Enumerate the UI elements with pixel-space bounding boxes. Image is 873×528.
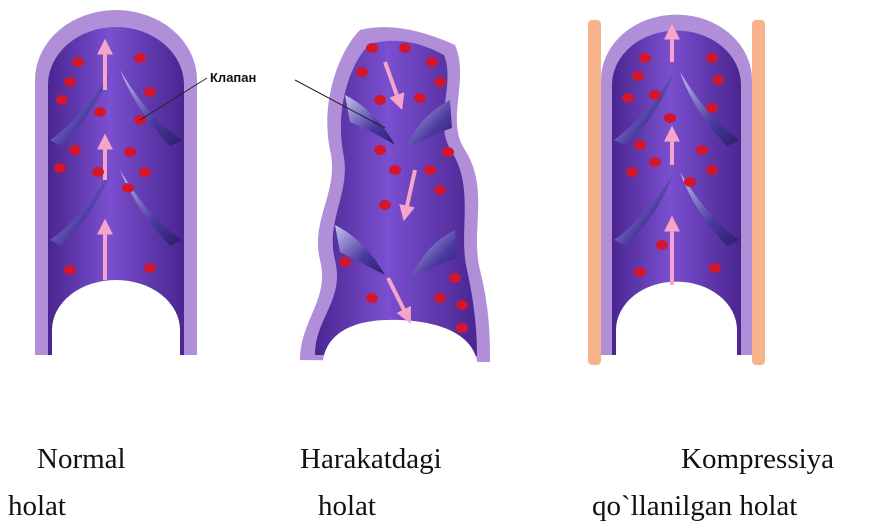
caption-normal-line2: holat [8, 492, 66, 521]
vein-normal [35, 10, 197, 368]
valve-label: Клапан [210, 70, 256, 85]
vein-moving [300, 27, 490, 370]
caption-compressed-line2: qo`llanilgan holat [592, 492, 797, 521]
caption-moving-line1: Harakatdagi [300, 445, 442, 474]
caption-moving-line2: holat [318, 492, 376, 521]
vein-compressed [588, 15, 765, 368]
compression-band-left [588, 20, 601, 365]
caption-normal-line1: Normal [37, 445, 126, 474]
compression-band-right [752, 20, 765, 365]
caption-compressed-line1: Kompressiya [681, 445, 834, 474]
